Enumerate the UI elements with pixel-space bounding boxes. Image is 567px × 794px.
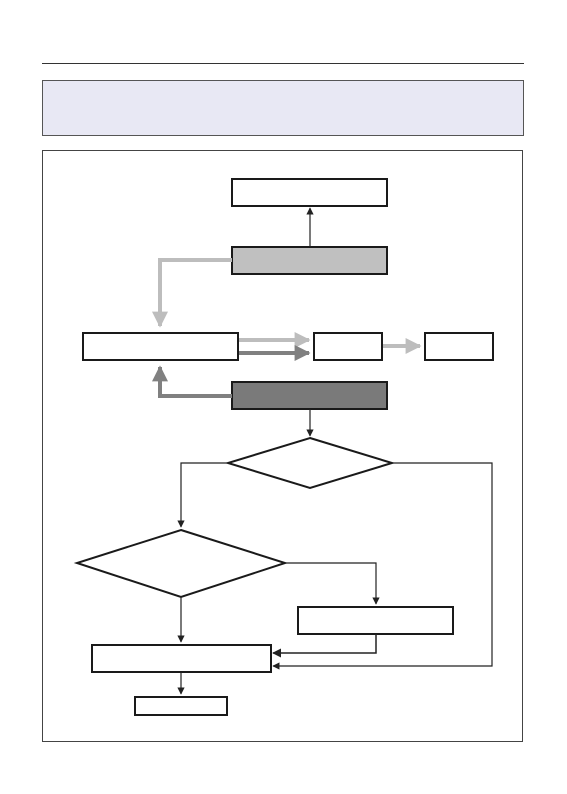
right-box bbox=[424, 332, 494, 361]
right-lower-box bbox=[297, 606, 454, 635]
top-rule bbox=[42, 63, 524, 64]
top-box bbox=[231, 178, 388, 207]
upper-decision-diamond bbox=[224, 436, 396, 490]
right-lower-box-to-merge bbox=[272, 634, 377, 658]
light-gray-box bbox=[231, 246, 388, 275]
end-box bbox=[134, 696, 228, 716]
upper-decision-left-branch bbox=[177, 462, 228, 528]
header-band bbox=[42, 80, 524, 136]
diagram-frame bbox=[42, 150, 523, 742]
dark-connector-to-left-box bbox=[152, 365, 232, 398]
light-connector-to-left-box bbox=[152, 258, 232, 328]
merge-box bbox=[91, 644, 272, 673]
dark-gray-box bbox=[231, 381, 388, 410]
left-box bbox=[82, 332, 239, 361]
middle-box bbox=[313, 332, 383, 361]
lower-decision-right-branch bbox=[285, 562, 380, 605]
upper-decision-right-branch bbox=[272, 462, 493, 670]
lower-decision-diamond bbox=[73, 528, 289, 599]
